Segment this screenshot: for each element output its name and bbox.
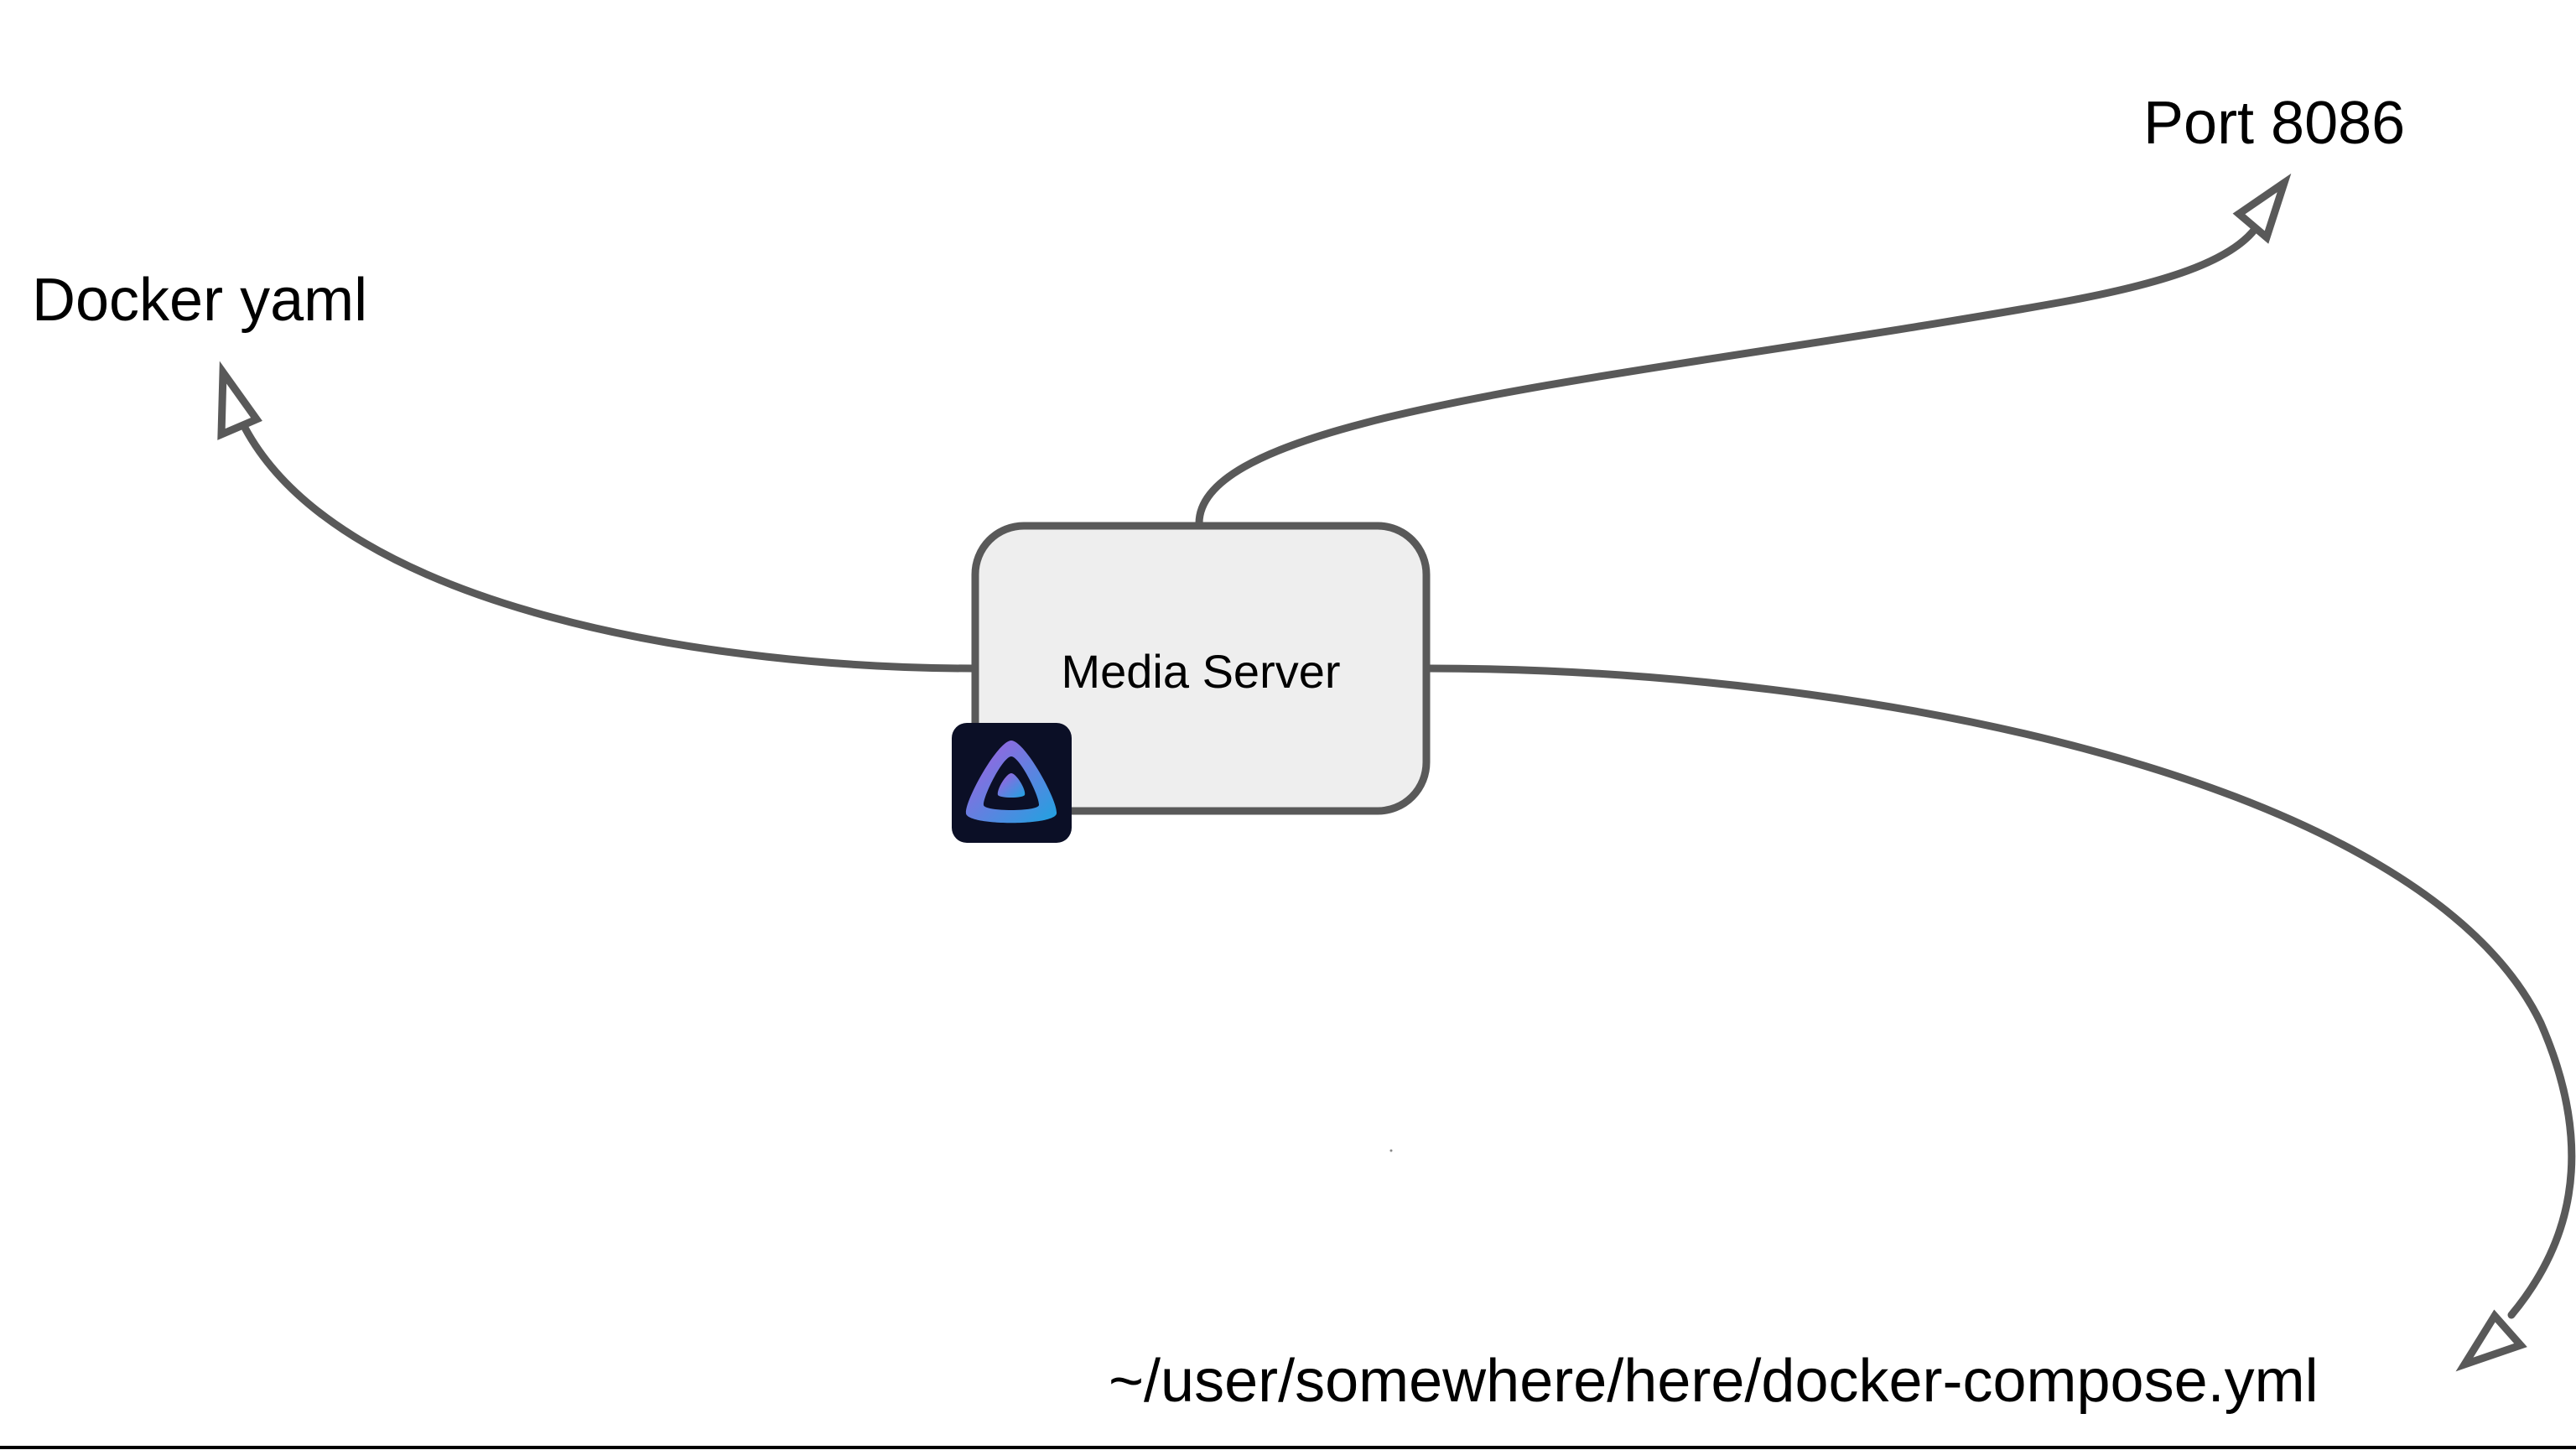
arrowhead-port bbox=[2232, 173, 2292, 244]
arrowhead-compose-path bbox=[2455, 1309, 2527, 1372]
jellyfin-logo-icon bbox=[952, 723, 1072, 843]
media-server-node[interactable]: Media Server bbox=[971, 522, 1431, 815]
docker-yaml-label: Docker yaml bbox=[32, 267, 367, 334]
media-server-label: Media Server bbox=[1061, 645, 1340, 698]
arrowhead-docker-yaml bbox=[217, 361, 262, 440]
compose-path-label: ~/user/somewhere/here/docker-compose.yml bbox=[1109, 1348, 2319, 1415]
stray-dot bbox=[1389, 1149, 1393, 1152]
bottom-border bbox=[0, 1446, 2576, 1449]
port-label: Port 8086 bbox=[2143, 90, 2405, 157]
connector-to-port[interactable] bbox=[1195, 224, 2260, 528]
connector-to-compose-path[interactable] bbox=[1424, 664, 2576, 1319]
connector-to-docker-yaml[interactable] bbox=[241, 424, 977, 673]
